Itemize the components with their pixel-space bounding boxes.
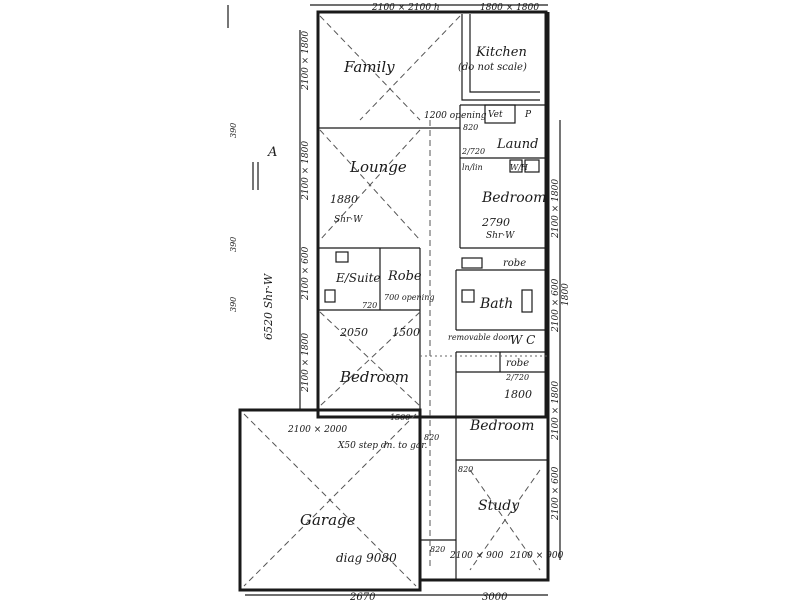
room-label-garage: Garage — [300, 511, 356, 529]
dim-bedroom-right-w: 1800 — [504, 388, 532, 401]
dim-720: 720 — [362, 301, 377, 310]
room-label-ensuite: E/Suite — [335, 271, 381, 285]
dim-bottom-windows-2: 2100 × 900 — [509, 551, 564, 561]
dim-top-right: 1800 × 1800 — [480, 3, 539, 13]
dim-1500: 1500 — [390, 413, 410, 422]
room-label-bedroom-left: Bedroom — [339, 368, 409, 386]
dim-linen: ln/lin — [462, 163, 483, 172]
dim-wh: W/H — [510, 163, 529, 172]
dim-bedroom-right-window: 2100 × 1800 — [551, 381, 561, 441]
dim-390c: 390 — [229, 297, 238, 312]
garage-diagonal-note: diag 9080 — [336, 551, 397, 565]
interior-walls — [318, 104, 548, 580]
dim-bath-window-2: 1800 — [561, 283, 571, 306]
room-label-study: Study — [478, 498, 520, 514]
dim-robe-opening: 700 opening — [384, 293, 434, 302]
dim-390a: 390 — [229, 123, 238, 138]
dim-lounge-width: 1880 — [330, 193, 358, 206]
dim-side-overall: 6520 Shr·W — [262, 272, 275, 340]
dim-lounge-window: 2100 × 1800 — [301, 141, 311, 201]
dim-390b: 390 — [229, 237, 238, 252]
dim-step-note: X50 step dn. to gar. — [337, 441, 428, 451]
dim-bedroom-left-w2: 1500 — [392, 326, 420, 339]
section-marker — [252, 162, 259, 190]
room-label-bedroom-top: Bedroom — [481, 190, 546, 206]
room-label-family: Family — [343, 58, 395, 76]
dim-garage-door: 2100 × 2000 — [287, 425, 347, 435]
dim-820b: 820 — [424, 433, 439, 442]
room-label-kitchen: Kitchen — [475, 45, 527, 60]
dim-bottom-windows: 2100 × 900 — [449, 551, 504, 561]
dim-lounge-shr: Shr·W — [334, 215, 363, 225]
dim-820d: 820 — [430, 545, 445, 554]
dim-family-window: 2100 × 1800 — [301, 31, 311, 91]
kitchen-scale-note: (do not scale) — [458, 62, 527, 73]
dim-bedroom-left-w: 2050 — [339, 326, 368, 339]
section-marker-label: A — [267, 145, 277, 160]
dim-bedroom-width: 2790 — [481, 216, 510, 229]
dim-pantry: P — [524, 110, 532, 120]
exterior-walls — [238, 10, 550, 592]
dim-robe-mid: 2/720 — [505, 373, 529, 382]
dim-removable-door: removable door — [448, 333, 513, 342]
room-label-laundry: Laund — [496, 137, 538, 152]
dim-bedroom-left-window: 2100 × 1800 — [301, 333, 311, 393]
dim-bedroom-shr: Shr·W — [486, 231, 515, 241]
dim-vet: Vet — [488, 110, 503, 120]
dim-laundry-door: 2/720 — [461, 147, 485, 156]
dim-top-left: 2100 × 2100 h — [371, 3, 440, 13]
dim-bottom-overall: 2670 — [349, 592, 376, 600]
kitchen-bench — [461, 14, 540, 124]
room-label-bedroom-right: Bedroom — [469, 418, 534, 434]
dimension-lines — [227, 4, 561, 596]
dim-bedroom-window-right: 2100 × 1800 — [551, 179, 561, 239]
room-label-robe-right: robe — [503, 258, 526, 269]
room-label-wc: W C — [510, 333, 535, 347]
dim-820a: 820 — [463, 123, 478, 132]
dim-ensuite-window: 2100 × 600 — [301, 246, 311, 301]
dim-820c: 820 — [458, 465, 473, 474]
fixtures — [324, 159, 540, 313]
dim-study-window-side: 2100 × 600 — [551, 466, 561, 521]
roof-lines — [243, 15, 548, 587]
room-label-robe-left: Robe — [387, 269, 422, 284]
dim-opening: 1200 opening — [424, 111, 487, 121]
dim-bath-window: 2100 × 600 — [551, 278, 561, 333]
room-label-bath: Bath — [479, 296, 513, 312]
room-label-lounge: Lounge — [349, 158, 407, 176]
room-label-robe-mid: robe — [506, 358, 529, 369]
dim-bottom-overall-2: 3000 — [482, 592, 508, 600]
